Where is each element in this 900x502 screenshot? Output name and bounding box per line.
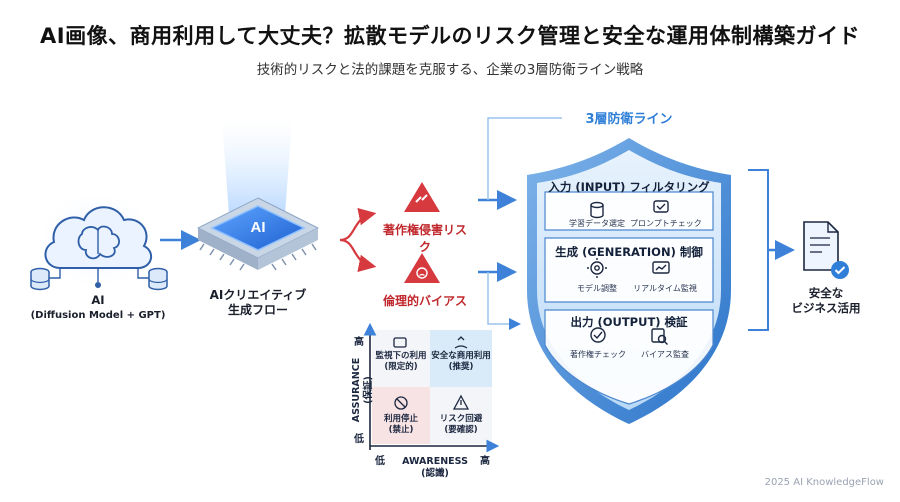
chip-text: AI: [251, 219, 266, 236]
footer-credit: 2025 AI KnowledgeFlow: [764, 477, 884, 488]
document-check-icon: [803, 221, 849, 279]
database-left-icon: [30, 267, 50, 291]
ai-source-cloud-icon: [35, 188, 159, 292]
layer-output-item-2: バイアス監査: [641, 350, 689, 359]
quadrant-top-right: 安全な商用利用(推奨): [431, 351, 491, 372]
quadrant-top-left: 監視下の利用(限定的): [375, 351, 427, 372]
matrix-x-low: 低: [375, 456, 385, 467]
page-title: AI画像、商用利用して大丈夫？拡散モデルのリスク管理と安全な運用体制構築ガイド: [40, 24, 860, 48]
hands-shield-icon: [454, 336, 468, 349]
result-bracket: [748, 169, 769, 331]
layer-output-item-1: 著作権チェック: [570, 350, 626, 359]
page-subtitle: 技術的リスクと法的課題を克服する、企業の3層防衛ライン戦略: [256, 62, 644, 78]
warning-small-icon: [452, 394, 470, 410]
monitor-small-icon: [393, 337, 407, 348]
warning-triangle-icon: [404, 253, 440, 283]
prompt-check-icon: [653, 200, 669, 213]
layer-generation-item-2: リアルタイム監視: [633, 284, 697, 293]
quadrant-bottom-right: リスク回避(要確認): [439, 414, 483, 435]
matrix-y-low: 低: [354, 434, 364, 445]
database-icon: [590, 201, 604, 219]
arrow-chip-to-risk-1: [339, 207, 377, 242]
defense-bracket-bottom: [487, 272, 521, 330]
layer-input-item-1: 学習データ選定: [569, 219, 625, 228]
matrix-y-high: 高: [354, 337, 364, 348]
defense-bracket-top: [487, 117, 562, 200]
source-label: AI (Diffusion Model + GPT): [30, 293, 166, 321]
chip-label: AIクリエイティブ 生成フロー: [209, 288, 307, 317]
gear-icon: [587, 258, 607, 278]
arrow-chip-to-risk-2: [339, 238, 377, 273]
database-right-icon: [148, 267, 168, 291]
result-label: 安全な ビジネス活用: [791, 286, 861, 315]
risk-label-copyright: 著作権侵害リスク: [382, 223, 467, 254]
defense-title: 3層防衛ライン: [585, 112, 673, 127]
check-circle-icon: [590, 327, 606, 343]
prohibited-icon: [394, 396, 408, 410]
matrix-x-axis-label: AWARENESS (認識): [402, 456, 468, 479]
shield-icon: [527, 138, 731, 424]
matrix-x-high: 高: [480, 456, 490, 467]
ai-chip-icon: [196, 120, 320, 271]
monitor-icon: [652, 261, 670, 274]
layer-input-item-2: プロンプトチェック: [630, 219, 702, 228]
layer-generation-item-1: モデル調整: [577, 284, 617, 293]
risk-matrix: [363, 322, 500, 453]
layer-output-title: 出力 (OUTPUT) 検証: [570, 315, 688, 329]
layer-input-title: 入力 (INPUT) フィルタリング: [548, 180, 710, 194]
warning-triangle-icon: [404, 182, 440, 212]
risk-label-bias: 倫理的バイアス: [382, 294, 467, 308]
layer-generation-title: 生成 (GENERATION) 制御: [555, 245, 703, 259]
audit-icon: [651, 328, 668, 345]
quadrant-bottom-left: 利用停止(禁止): [383, 414, 418, 435]
